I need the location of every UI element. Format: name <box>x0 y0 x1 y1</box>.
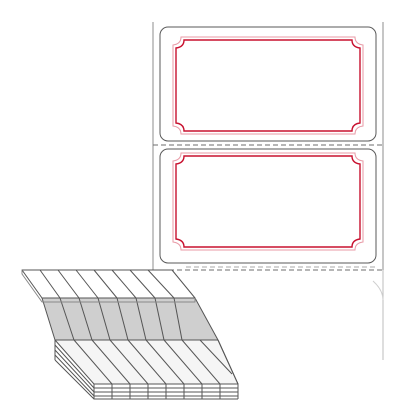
stack-fold-shaded <box>41 297 219 341</box>
stack-top-sheet <box>21 269 196 303</box>
stack-block <box>54 339 239 400</box>
fanfold-stack <box>21 269 239 400</box>
label-bottom-border-inner <box>175 155 361 248</box>
label-top-border-outer <box>172 36 364 135</box>
label-top <box>159 26 377 142</box>
label-top-border-inner <box>175 39 361 132</box>
label-bottom-border-outer <box>172 152 364 251</box>
label-bottom <box>159 148 377 264</box>
